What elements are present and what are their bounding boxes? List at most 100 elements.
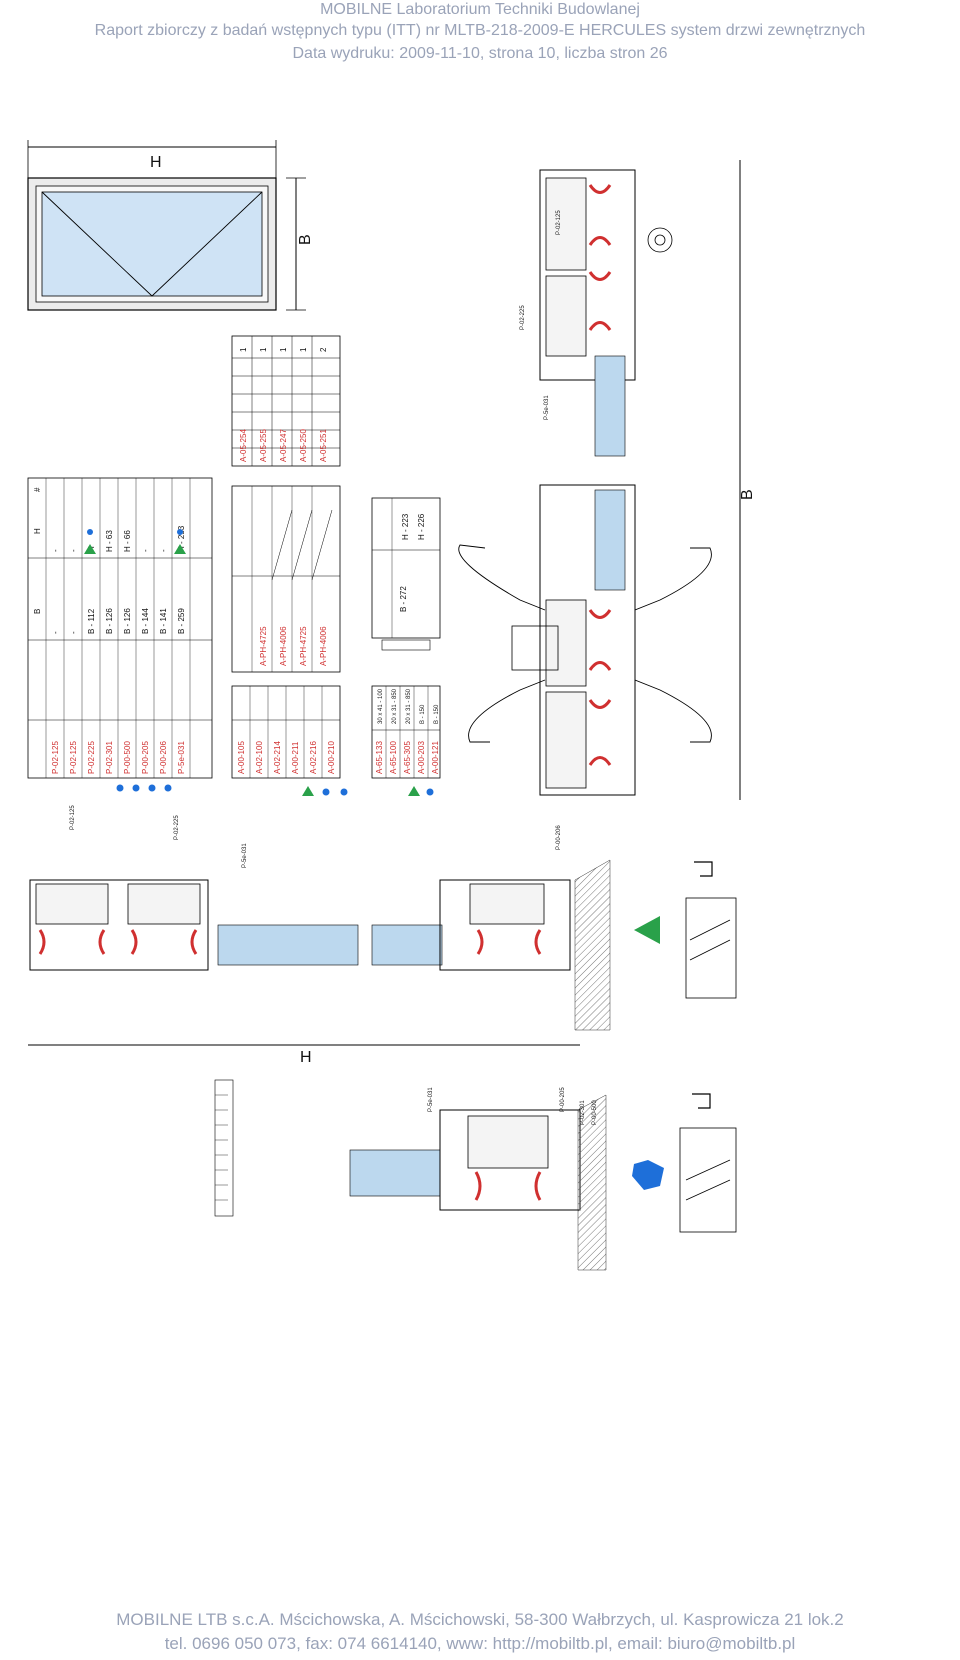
dim-b-right: B [739,489,756,500]
profile-h-1: - [51,549,60,552]
profile-code-5: P-00-500 [123,741,132,774]
header-report-title: Raport zbiorczy z badań wstępnych typu (… [94,22,866,39]
seal-code-4: A-00-211 [291,741,300,774]
fill-h2: H - 226 [417,513,426,540]
bs-label-p02-301: P-02-301 [580,1100,586,1125]
blue-dot-icon [322,788,330,796]
glazing-code-3: A-65-305 [403,741,412,774]
dim-h-top: H [150,154,162,171]
hinges-table: A-PH-4725 A-PH-4006 A-PH-4725 A-PH-4006 [231,485,341,673]
acc-code-2: A-05-255 [259,429,268,462]
vs-label-p02-125: P-02-125 [556,210,562,235]
profile-h-4: H - 63 [105,530,114,552]
vs-label-p5e-031: P-5e-031 [544,395,550,420]
glazing-size-3: 20 x 31 - 850 [406,688,412,724]
vs-label-p02-225: P-02-225 [520,305,526,330]
hinge-code-4: A-PH-4006 [319,626,328,666]
profile-b-8: B - 259 [177,608,186,634]
bs-label-p5e-031: P-5e-031 [428,1087,434,1112]
glazing-code-4: A-00-203 [417,741,426,774]
profiles-table: # B H P-02-125 P-02-125 P-02-225 P-02-30… [27,477,213,792]
profile-b-3: B - 112 [87,608,96,634]
door-elevation: H B [27,140,314,311]
blue-dot-icon [426,788,434,796]
profile-b-5: B - 126 [123,608,132,634]
acc-code-5: A-05-251 [319,429,328,462]
profiles-col-h: H [33,528,42,534]
profile-b-2: - [69,631,78,634]
glazing-table: A-65-133 A-65-100 A-65-305 A-00-203 A-00… [371,685,441,796]
green-triangle-icon [302,786,314,796]
blue-dot-icon [87,529,93,535]
profile-code-3: P-02-225 [87,741,96,774]
bs-label-p00-205: P-00-205 [560,1087,566,1112]
profile-b-4: B - 126 [105,608,114,634]
bottom-section: P-5e-031 P-00-205 P-02-301 P-00-500 [214,1079,737,1271]
profile-code-4: P-02-301 [105,741,114,774]
footer-company: MOBILNE LTB s.c.A. Mścichowska, A. Mścic… [116,1610,844,1629]
profile-b-6: B - 144 [141,608,150,634]
profile-b-7: B - 141 [159,608,168,634]
glazing-size-4: B - 150 [420,704,426,724]
hs-label-p02-125: P-02-125 [70,805,76,830]
seals-table: A-00-105 A-02-100 A-02-214 A-00-211 A-02… [231,685,348,796]
dim-b-side: B [297,234,314,245]
blue-dot-icon [164,784,172,792]
profile-code-8: P-5e-031 [177,741,186,774]
acc-count-2: 1 [259,347,268,352]
blue-dot-icon [340,788,348,796]
glazing-code-2: A-65-100 [389,741,398,774]
green-triangle-icon [408,786,420,796]
blue-dot-icon [177,529,183,535]
green-triangle-icon [84,544,96,554]
profile-h-7: - [159,549,168,552]
profile-code-7: P-00-206 [159,741,168,774]
header-print-date: Data wydruku: 2009-11-10, strona 10, lic… [292,45,668,62]
glazing-code-5: A-00-121 [431,741,440,774]
blue-dot-icon [132,784,140,792]
profile-b-1: - [51,631,60,634]
acc-count-1: 1 [239,347,248,352]
green-triangle-icon [174,544,186,554]
profile-h-8: H - 253 [177,525,186,552]
bs-label-p00-500: P-00-500 [592,1100,598,1125]
profile-code-2: P-02-125 [69,741,78,774]
dim-h-bottom: H [300,1049,312,1066]
seal-code-6: A-00-210 [327,741,336,774]
fill-table: B - 272 H - 223 H - 226 [371,497,441,651]
footer-contact: tel. 0696 050 073, fax: 074 6614140, www… [164,1634,796,1653]
acc-count-3: 1 [279,347,288,352]
profile-h-5: H - 66 [123,530,132,552]
acc-count-4: 1 [299,347,308,352]
seal-code-5: A-02-216 [309,741,318,774]
fill-h1: H - 223 [401,513,410,540]
blue-dot-icon [148,784,156,792]
glazing-size-2: 20 x 31 - 850 [392,688,398,724]
glazing-code-1: A-65-133 [375,741,384,774]
profiles-col-num: # [33,487,42,492]
vertical-section: B P-02-125 P-02-225 P-5e-031 [458,160,756,800]
green-triangle-icon [634,916,660,944]
profile-code-1: P-02-125 [51,741,60,774]
acc-count-5: 2 [319,347,328,352]
hs-label-p02-225: P-02-225 [174,815,180,840]
acc-code-1: A-05-254 [239,429,248,462]
glazing-size-1: 30 x 41 - 100 [378,688,384,724]
seal-code-3: A-02-214 [273,741,282,774]
hinge-code-2: A-PH-4006 [279,626,288,666]
seal-code-2: A-02-100 [255,741,264,774]
profile-h-6: - [141,549,150,552]
glazing-size-5: B - 150 [434,704,440,724]
hs-label-p00-206: P-00-206 [556,825,562,850]
blue-dot-icon [116,784,124,792]
acc-code-3: A-05-247 [279,429,288,462]
acc-code-4: A-05-250 [299,429,308,462]
hs-label-p5e-031: P-5e-031 [242,843,248,868]
fill-b: B - 272 [399,586,408,612]
profile-h-2: - [69,549,78,552]
hinge-code-1: A-PH-4725 [259,626,268,666]
header-title: MOBILNE Laboratorium Techniki Budowlanej [320,1,640,18]
profile-code-6: P-00-205 [141,741,150,774]
profiles-col-b: B [33,609,42,614]
